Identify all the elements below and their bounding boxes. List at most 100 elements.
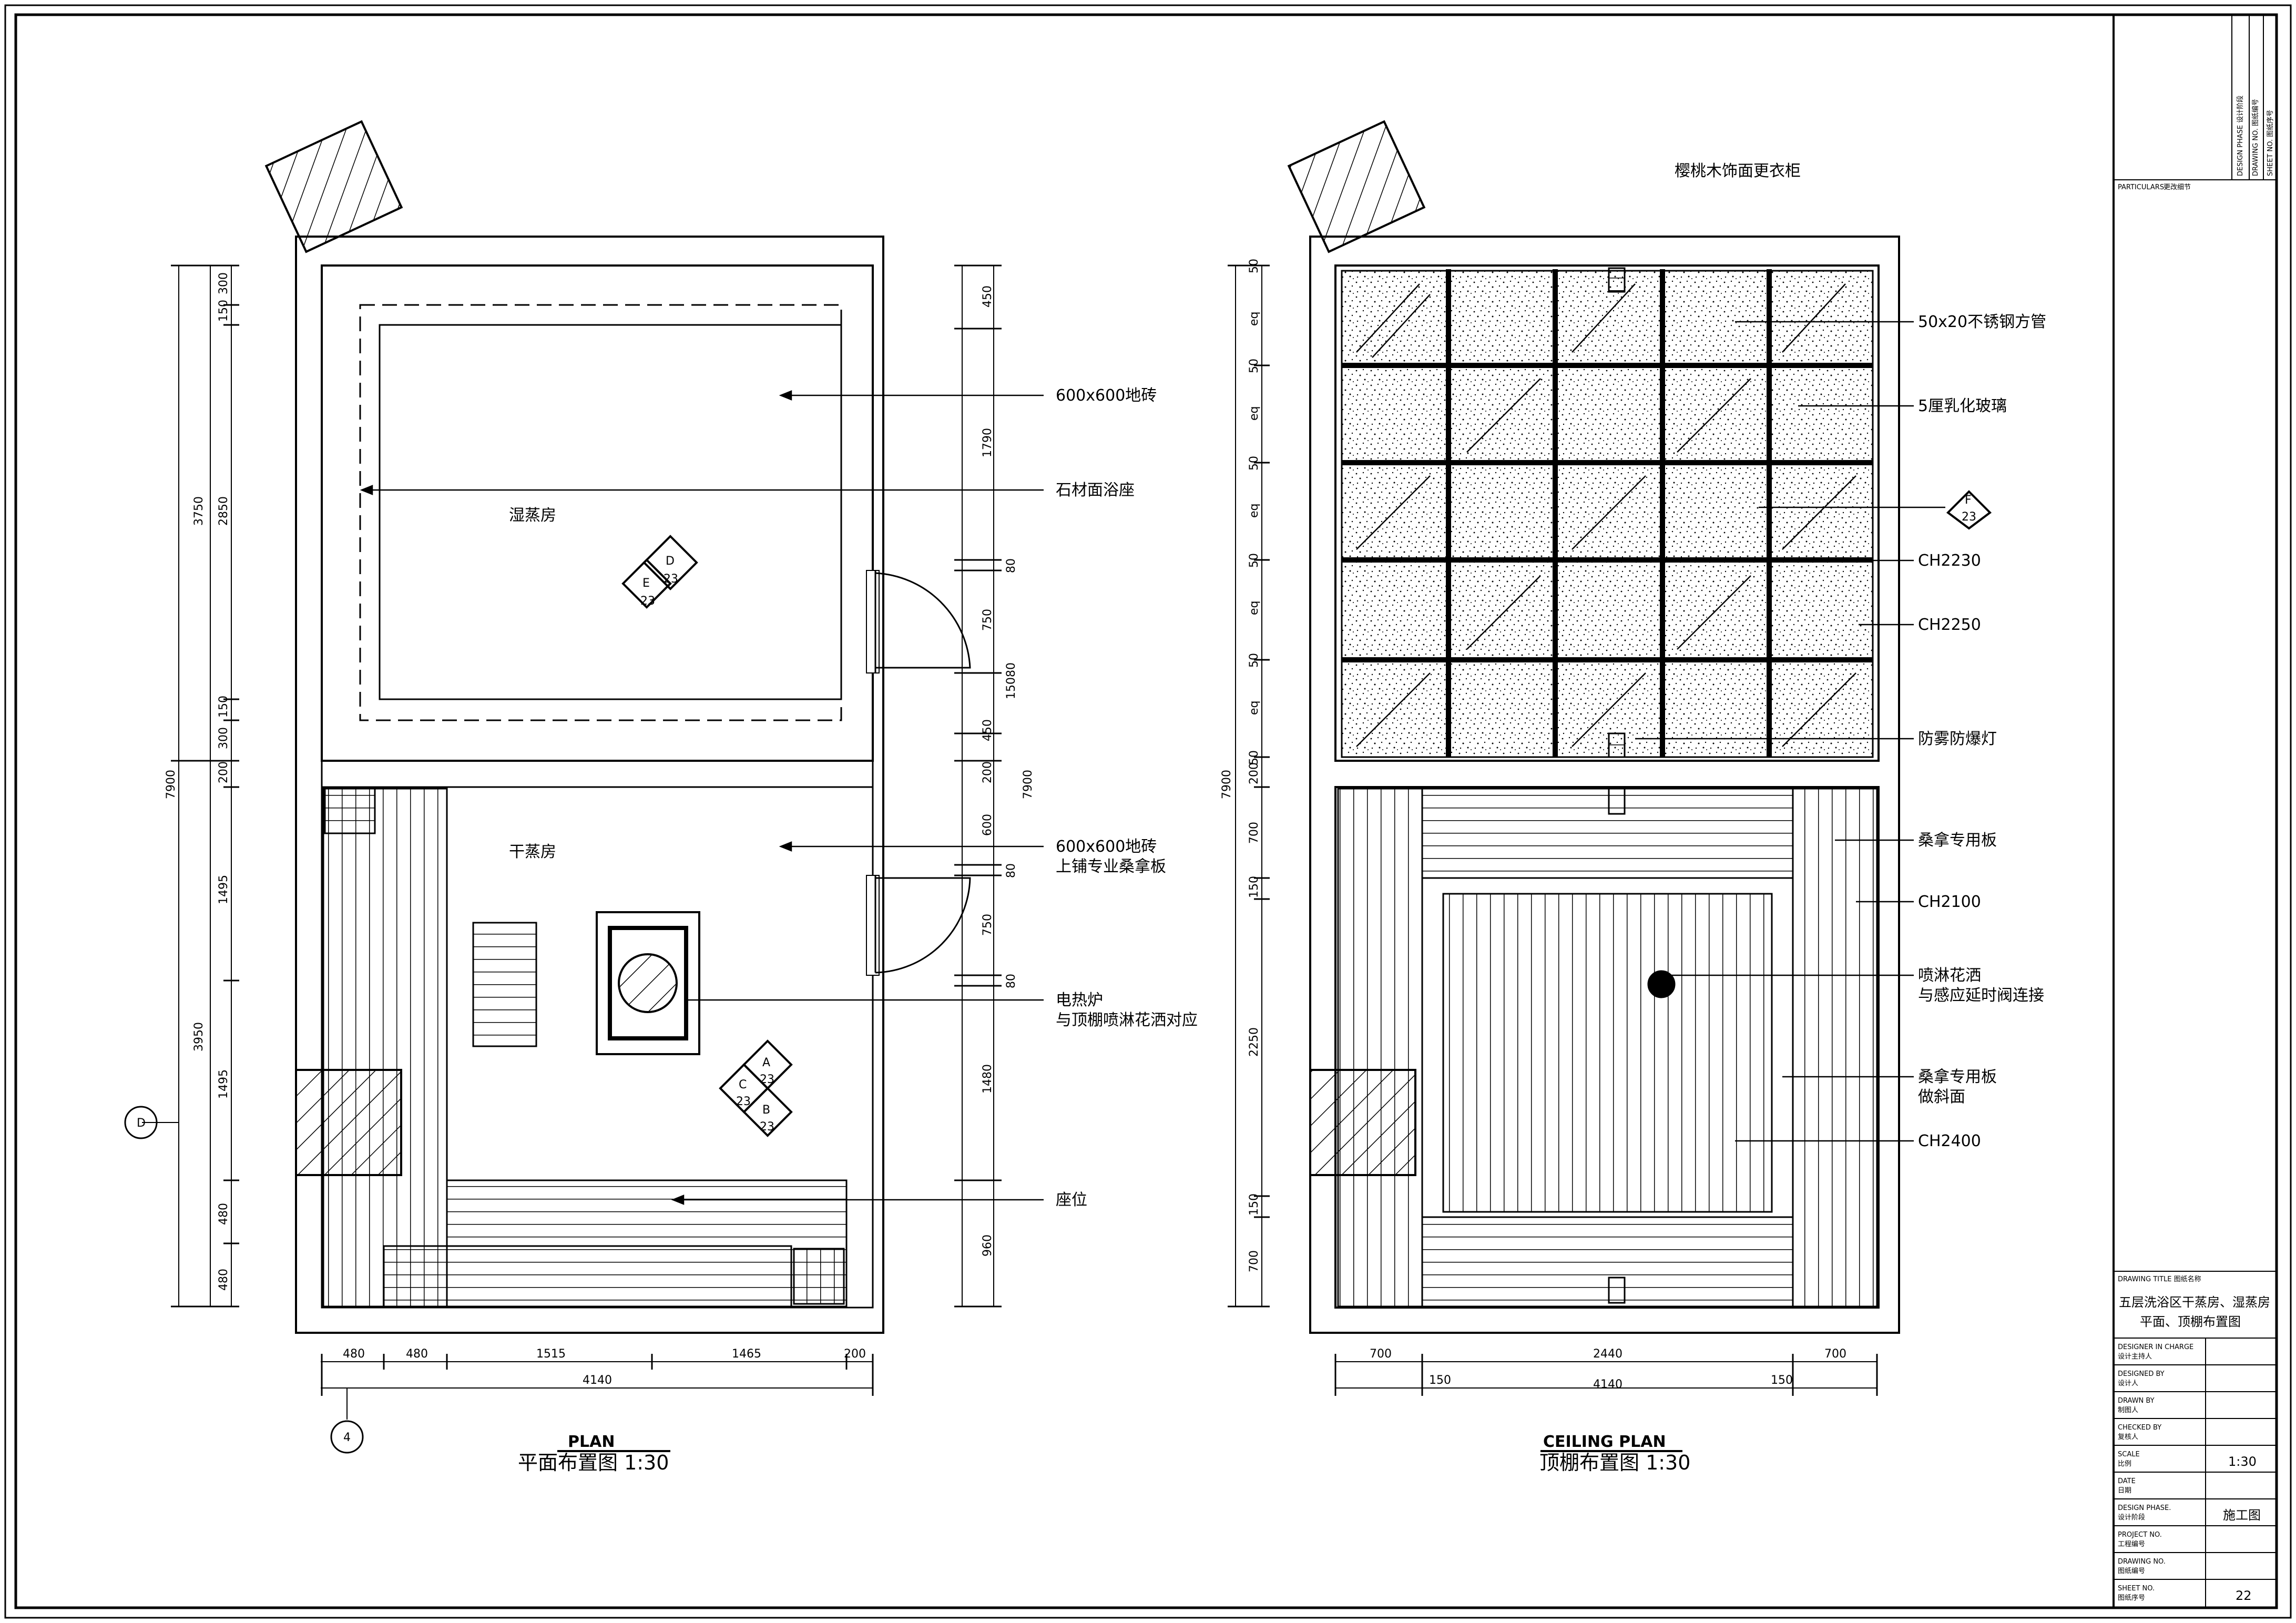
- tb-row-cn: 制图人: [2118, 1406, 2138, 1414]
- glass-reflection-marks: [1356, 283, 1856, 747]
- plan-dim-in-2850: 2850: [217, 496, 230, 526]
- ceiling-column-top: [1287, 120, 1426, 253]
- sauna-panel-left: [1337, 788, 1423, 1308]
- tb-row-cn: 图纸序号: [2118, 1594, 2145, 1602]
- ceiling-dim-b-700a: 700: [1370, 1348, 1392, 1361]
- heater-outer: [596, 911, 700, 1055]
- tb-row-value: 22: [2236, 1588, 2252, 1603]
- plan-dim-b-480b: 480: [406, 1348, 428, 1361]
- plan-dim-r-80a: 80: [1005, 558, 1018, 573]
- plan-dim-in-1495b: 1495: [217, 1069, 230, 1099]
- wet-room-wall: [321, 264, 874, 762]
- plan-dim-b-480a: 480: [343, 1348, 365, 1361]
- section-letter-b: B: [762, 1104, 770, 1117]
- heater-stones-icon: [618, 953, 678, 1013]
- plan-dim-ticks: [171, 264, 1002, 1396]
- plan-dim-in-300b: 300: [217, 727, 230, 749]
- title-block: [2113, 15, 2277, 1608]
- plan-dim-r-1790: 1790: [981, 428, 994, 457]
- plan-outer-wall: [295, 236, 884, 1334]
- plan-dimension-lines: [142, 266, 994, 1420]
- grid-marker-d-circle: [124, 1106, 158, 1139]
- ceiling-label-glass: 5厘乳化玻璃: [1918, 397, 2007, 415]
- plan-dim-r-450a: 450: [981, 285, 994, 308]
- door-opening-2: [866, 875, 880, 976]
- plan-label-heater-note: 与顶棚喷淋花洒对应: [1056, 1011, 1198, 1029]
- ceiling-dim-eqe: eq: [1248, 701, 1261, 716]
- tb-row-cn: 日期: [2118, 1487, 2131, 1495]
- plan-label-seat: 座位: [1056, 1191, 1087, 1209]
- plan-drawing: [124, 120, 1044, 1454]
- ceiling-label-sauna-board: 桑拿专用板: [1918, 831, 1997, 850]
- plan-dim-left-7900: 7900: [165, 770, 178, 799]
- ceiling-dim-50e: 50: [1248, 653, 1261, 668]
- ceiling-dimension-lines: [1235, 266, 1877, 1389]
- tb-row-en: SHEET NO.: [2118, 1585, 2155, 1593]
- ceiling-dim-50f: 50: [1248, 750, 1261, 765]
- ceiling-dim-eqd: eq: [1248, 601, 1261, 616]
- plan-dim-left-3950: 3950: [192, 1022, 206, 1052]
- heater-inner: [608, 926, 688, 1040]
- bench-left: [322, 788, 448, 1308]
- tb-row-value: 施工图: [2223, 1508, 2261, 1523]
- ceiling-leaders: [1635, 321, 1945, 1142]
- plan-dim-r-450b: 450: [981, 719, 994, 741]
- stone-bench: [359, 304, 842, 721]
- hatched-column-plan: [295, 1069, 402, 1176]
- ceiling-dim-eqc: eq: [1248, 504, 1261, 518]
- bench-steps: [324, 788, 376, 834]
- inner-border: [14, 13, 2278, 1609]
- wet-room-label: 湿蒸房: [509, 506, 556, 525]
- sauna-bevel: [1421, 877, 1794, 1218]
- bench-back: [383, 1245, 792, 1308]
- plan-column-top: [264, 120, 403, 253]
- sauna-ceiling: [1334, 786, 1880, 1309]
- ceiling-dim-7900: 7900: [1220, 770, 1233, 799]
- tb-rotated-1: DESIGN PHASE 设计阶段: [2237, 96, 2244, 176]
- section-letter-e: E: [642, 577, 650, 590]
- tb-row-en: CHECKED BY: [2118, 1424, 2161, 1432]
- plan-dim-r-80c: 80: [1005, 974, 1018, 988]
- tb-row-cn: 复核人: [2118, 1433, 2138, 1441]
- plan-leaders: [360, 390, 1044, 1205]
- plan-dim-r-600: 600: [981, 814, 994, 836]
- section-marker-f: [1946, 490, 1992, 530]
- tb-row-en: DRAWING NO.: [2118, 1558, 2166, 1566]
- section-letter-c: C: [739, 1078, 747, 1091]
- plan-dim-in-200: 200: [217, 761, 230, 783]
- dry-room-label: 干蒸房: [509, 843, 556, 861]
- plan-dim-r-960: 960: [981, 1234, 994, 1257]
- outer-border: [4, 4, 2292, 1619]
- tb-row-cn: 设计阶段: [2118, 1514, 2145, 1522]
- ceiling-label-ch2230: CH2230: [1918, 552, 1981, 570]
- tb-row-cn: 图纸编号: [2118, 1567, 2145, 1575]
- sauna-panel-right: [1792, 788, 1878, 1308]
- ceiling-label-ch2250: CH2250: [1918, 616, 1981, 634]
- sauna-panel-center: [1442, 893, 1773, 1213]
- ceiling-title-cn: 顶棚布置图 1:30: [1539, 1451, 1690, 1474]
- door-opening-1: [866, 570, 880, 673]
- ceiling-dim-50c: 50: [1248, 456, 1261, 471]
- tb-rotated-2: DRAWING NO. 图纸编号: [2252, 99, 2260, 176]
- tb-row-en: DESIGN PHASE.: [2118, 1504, 2171, 1512]
- ceiling-section-num: 23: [1962, 511, 1976, 524]
- stone-bench-inner: [379, 324, 842, 700]
- section-letter-d: D: [666, 555, 675, 568]
- ceiling-dim-ticks: [1228, 264, 1878, 1396]
- ceiling-section-letter-f: F: [1965, 494, 1972, 507]
- ceiling-dim-50b: 50: [1248, 359, 1261, 373]
- section-num-5: 23: [760, 1120, 774, 1134]
- tb-row-cn: 设计主持人: [2118, 1353, 2152, 1361]
- ceiling-dim-200: 200: [1248, 762, 1261, 784]
- lamp-top-icon: [1608, 267, 1626, 293]
- ceiling-label-sauna-board-2: 桑拿专用板: [1918, 1068, 1997, 1086]
- bench-end: [793, 1248, 845, 1305]
- ceiling-label-wardrobe: 樱桃木饰面更衣柜: [1675, 162, 1801, 180]
- door-swing-1: [874, 570, 971, 673]
- section-marker-a-b-c: [719, 1039, 793, 1137]
- shower-head-icon: [1647, 970, 1676, 998]
- plan-label-heater: 电热炉: [1056, 991, 1103, 1009]
- tb-row-value: 1:30: [2228, 1454, 2257, 1469]
- plan-dim-b-1515: 1515: [536, 1348, 566, 1361]
